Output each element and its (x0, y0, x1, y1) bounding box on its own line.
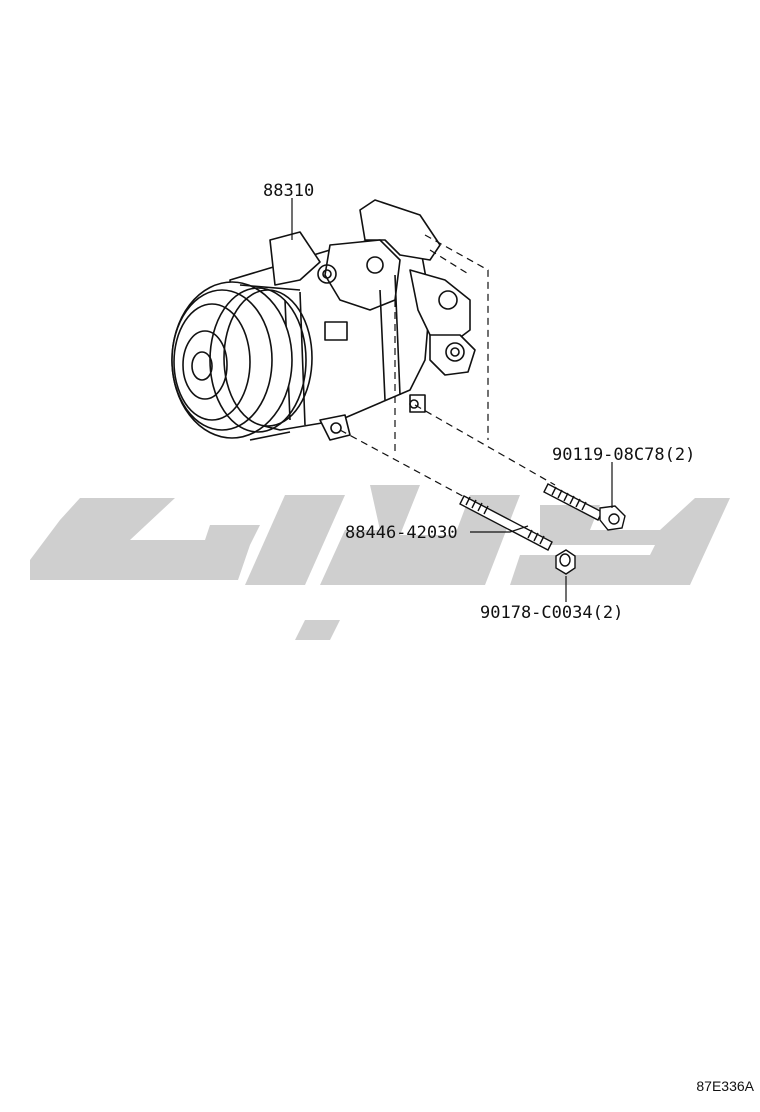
part-qty: (2) (593, 603, 624, 623)
part-qty: (2) (665, 445, 696, 465)
compressor-drawing (171, 199, 476, 441)
stud-bolt-drawing (459, 495, 553, 551)
part-label-mounting-bolt: 90119-08C78(2) (552, 445, 695, 465)
part-label-compressor: 88310 (263, 181, 314, 201)
diagram-reference-code: 87E336A (696, 1078, 754, 1094)
part-label-nut: 90178-C0034(2) (480, 603, 623, 623)
mounting-bolt-drawing (543, 483, 626, 531)
alignment-lines (339, 234, 556, 501)
leader-lines (291, 198, 613, 602)
part-number: 90119-08C78 (552, 445, 665, 465)
part-number: 90178-C0034 (480, 603, 593, 623)
part-label-stud-bolt: 88446-42030 (345, 523, 458, 543)
watermark-logo-icon (30, 485, 730, 640)
nut-drawing (555, 549, 576, 575)
